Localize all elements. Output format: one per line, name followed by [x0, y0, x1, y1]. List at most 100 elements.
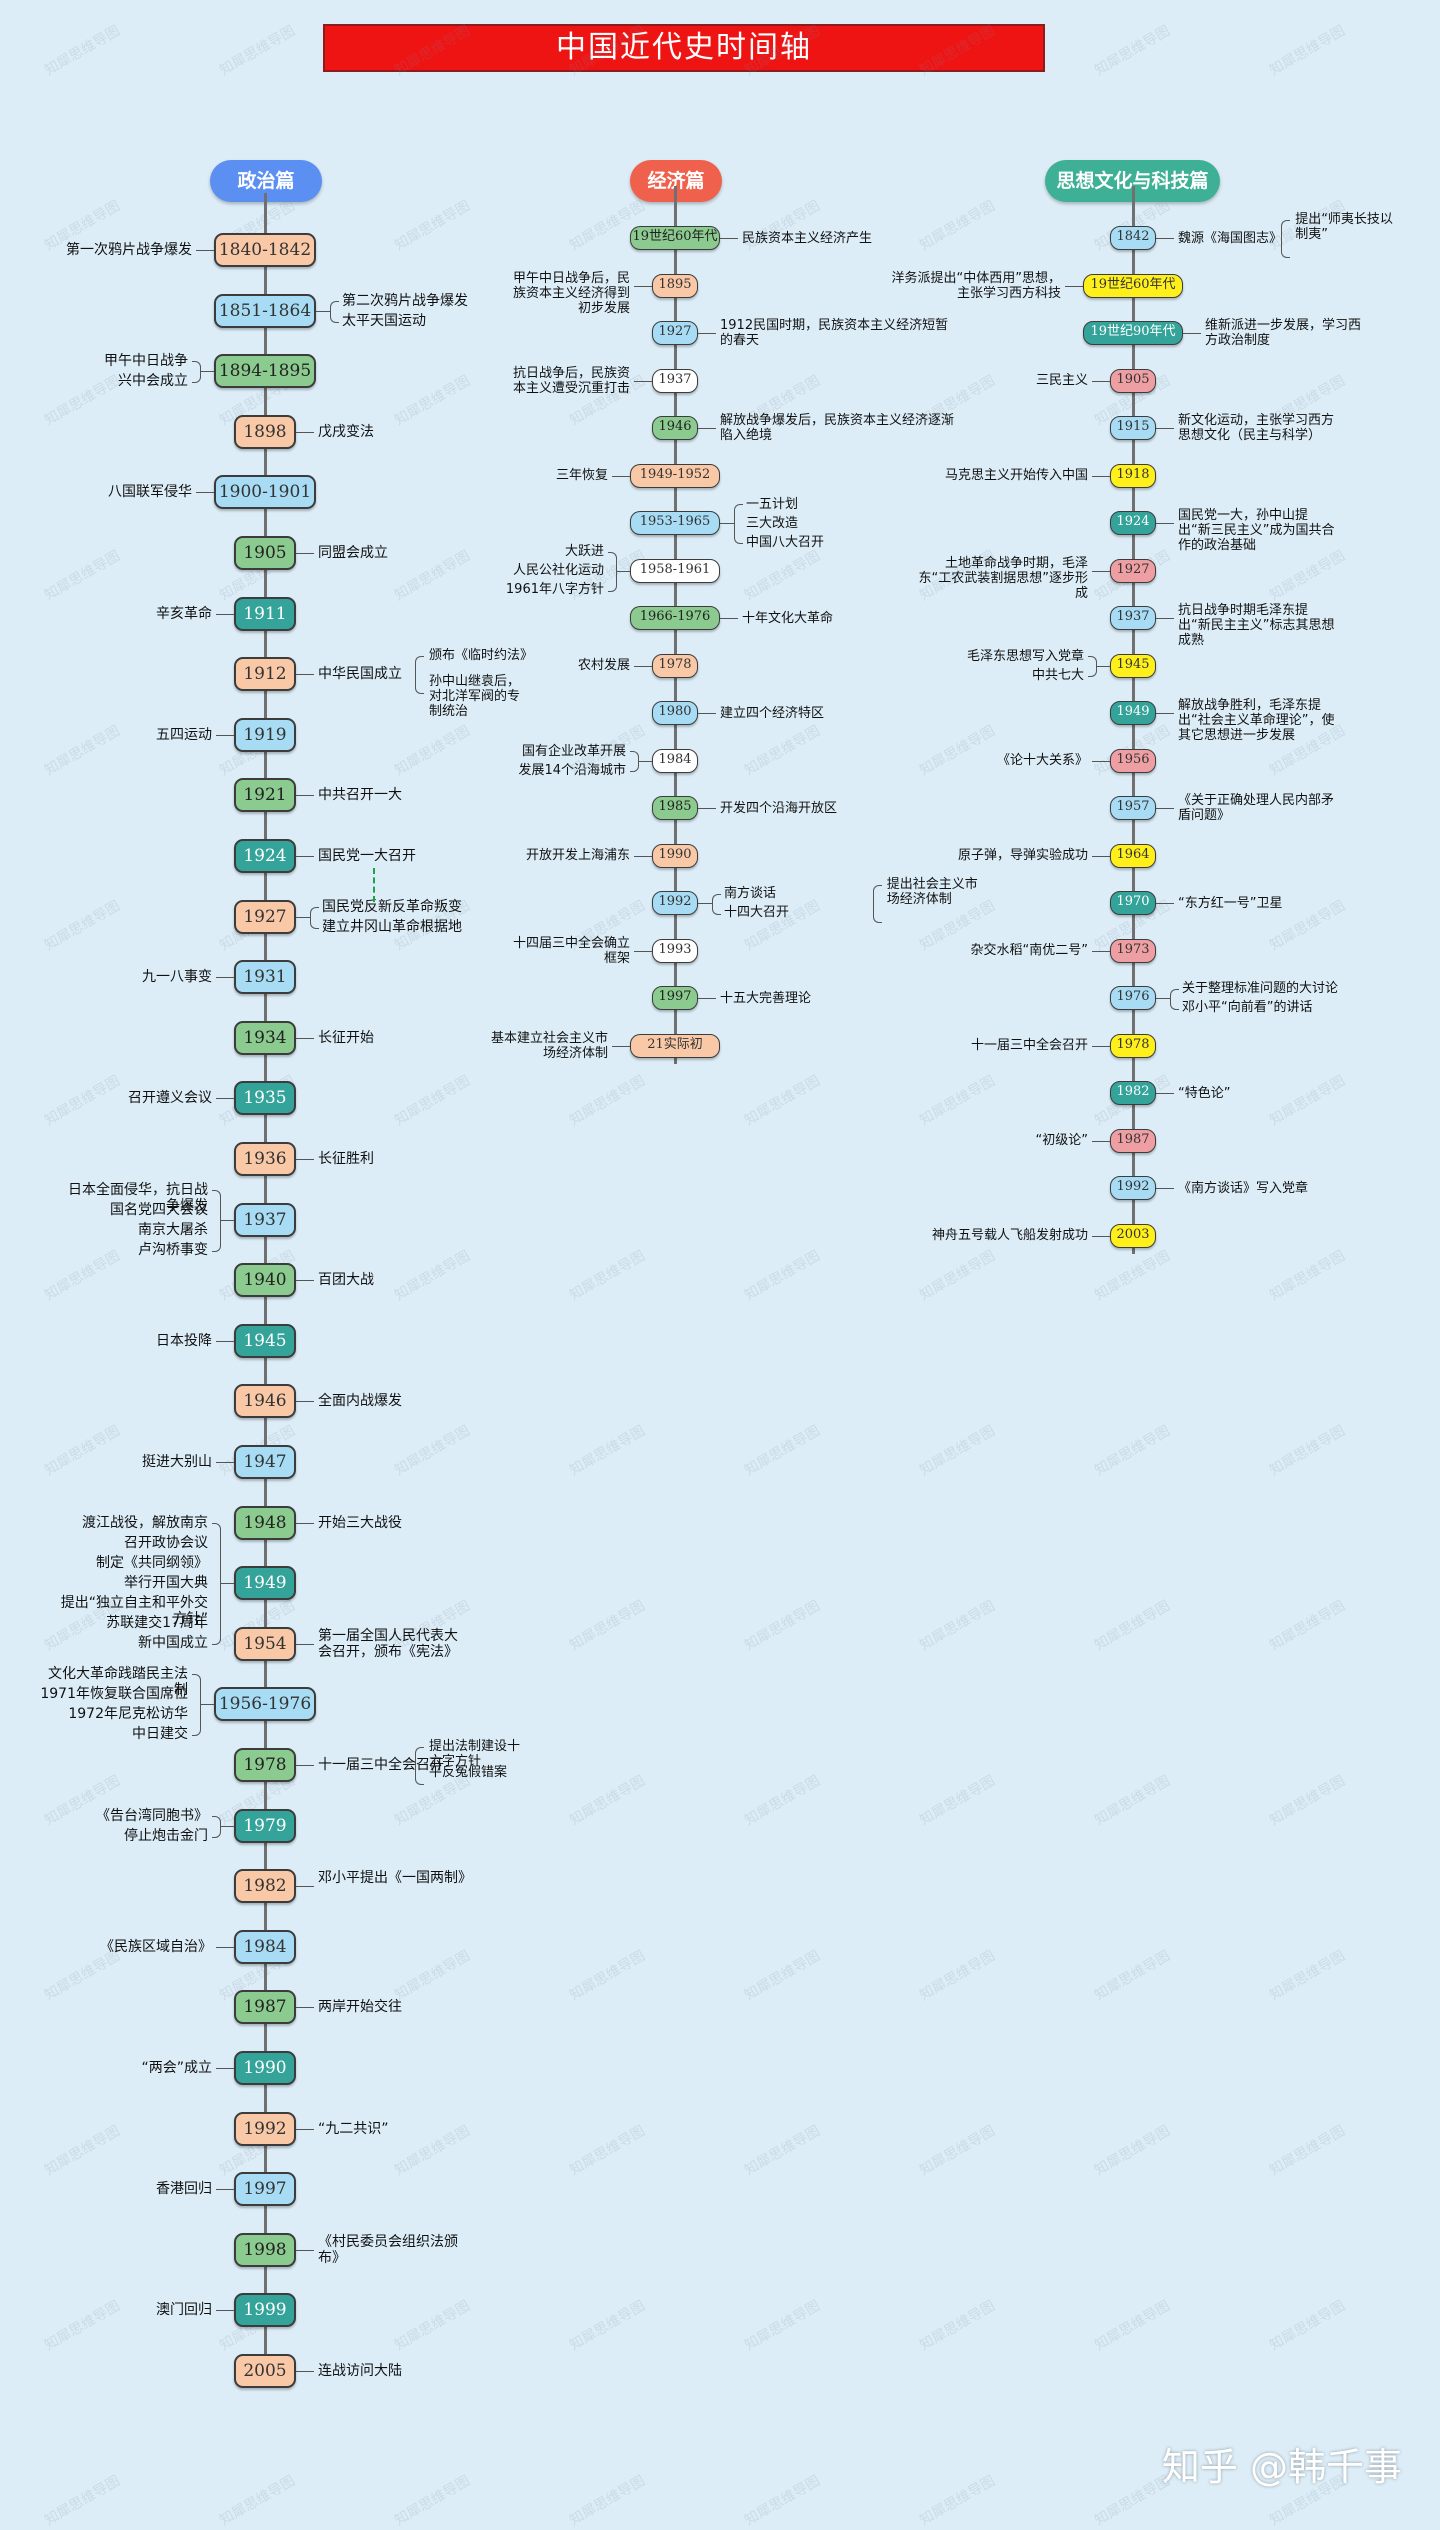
economy-connector — [634, 950, 652, 952]
culture-connector — [1092, 380, 1110, 382]
watermark-text: 知犀思维导图 — [1267, 1597, 1348, 1654]
politics-event-label: 《村民委员会组织法颁布》 — [318, 2233, 458, 2266]
politics-event-label: 长征开始 — [318, 1029, 374, 1046]
culture-connector — [1092, 950, 1110, 952]
culture-event-label: 《论十大关系》 — [996, 753, 1088, 768]
culture-year-node: 1945 — [1110, 653, 1156, 678]
culture-connector — [1092, 855, 1110, 857]
politics-event-label: 兴中会成立 — [118, 373, 188, 390]
economy-event-label: 甲午中日战争后，民族资本主义经济得到初步发展 — [512, 270, 630, 316]
politics-event-label: 卢沟桥事变 — [138, 1241, 208, 1258]
watermark-text: 知犀思维导图 — [567, 1597, 648, 1654]
culture-event-label: 神舟五号载人飞船发射成功 — [931, 1228, 1088, 1243]
politics-year-node: 1945 — [234, 1323, 296, 1358]
culture-connector — [1156, 1188, 1174, 1189]
politics-connector — [216, 1946, 234, 1948]
politics-sub-brace — [415, 656, 424, 695]
culture-event-label: 毛泽东思想写入党章 — [966, 648, 1084, 664]
economy-connector — [698, 903, 712, 904]
economy-event-label: 建立四个经济特区 — [720, 705, 825, 721]
culture-connector — [1092, 1045, 1110, 1047]
culture-event-label: 洋务派提出“中体西用”思想，主张学习西方科技 — [891, 270, 1061, 301]
culture-connector — [1092, 1235, 1110, 1237]
culture-event-label: 《关于正确处理人民内部矛盾问题》 — [1178, 793, 1335, 823]
culture-event-label: 《南方谈话》写入党章 — [1178, 1180, 1309, 1196]
politics-year-node: 1992 — [234, 2111, 296, 2146]
politics-year-node: 1898 — [234, 414, 296, 449]
watermark-text: 知犀思维导图 — [392, 1947, 473, 2004]
politics-event-label: 长征胜利 — [318, 1151, 374, 1167]
politics-connector — [296, 1886, 314, 1888]
economy-year-node: 19世纪60年代 — [630, 226, 720, 250]
politics-brace — [212, 1189, 221, 1252]
politics-year-node: 1948 — [234, 1505, 296, 1540]
politics-year-node: 1998 — [234, 2232, 296, 2267]
economy-year-node: 1953-1965 — [630, 511, 720, 535]
politics-event-label: 建立井冈山革命根据地 — [322, 918, 462, 935]
culture-connector — [1092, 475, 1110, 477]
watermark-text: 知犀思维导图 — [42, 2122, 123, 2179]
watermark-text: 知犀思维导图 — [917, 1947, 998, 2004]
watermark-text: 知犀思维导图 — [742, 1597, 823, 1654]
culture-year-node: 19世纪60年代 — [1083, 273, 1183, 298]
watermark-text: 知犀思维导图 — [917, 2472, 998, 2529]
culture-connector — [1156, 998, 1170, 999]
culture-event-label: “特色论” — [1178, 1085, 1231, 1101]
watermark-text: 知犀思维导图 — [1267, 2122, 1348, 2179]
politics-year-node: 1956-1976 — [214, 1687, 316, 1722]
economy-year-node: 1966-1976 — [630, 606, 720, 630]
watermark-text: 知犀思维导图 — [567, 1947, 648, 2004]
politics-year-node: 1940 — [234, 1263, 296, 1298]
politics-connector — [296, 1765, 314, 1766]
watermark-text: 知犀思维导图 — [742, 1772, 823, 1829]
watermark-text: 知犀思维导图 — [917, 1247, 998, 1304]
section-culture: 思想文化与科技篇 — [1045, 160, 1220, 202]
politics-connector — [216, 1340, 234, 1342]
watermark-text: 知犀思维导图 — [917, 197, 998, 254]
watermark-text: 知犀思维导图 — [917, 722, 998, 779]
watermark-text: 知犀思维导图 — [42, 22, 123, 79]
politics-event-label: 两岸开始交往 — [318, 1999, 402, 2016]
culture-event-label: 解放战争胜利，毛泽东提出“社会主义革命理论”，使其它思想进一步发展 — [1178, 698, 1335, 743]
culture-year-node: 1978 — [1110, 1033, 1156, 1058]
politics-event-label: 连战访问大陆 — [318, 2363, 402, 2379]
politics-connector — [296, 1643, 314, 1645]
watermark-text: 知犀思维导图 — [567, 1422, 648, 1479]
politics-event-label: 第一届全国人民代表大会召开，颁布《宪法》 — [318, 1627, 458, 1660]
politics-event-label: 南京大屠杀 — [138, 1221, 208, 1238]
economy-brace — [608, 551, 617, 592]
politics-event-label: 百团大战 — [318, 1272, 374, 1289]
politics-year-node: 1947 — [234, 1445, 296, 1479]
culture-event-label: 国民党一大，孙中山提出“新三民主义”成为国共合作的政治基础 — [1178, 508, 1335, 553]
politics-event-label: 香港回归 — [156, 2181, 212, 2198]
watermark-text: 知犀思维导图 — [917, 1422, 998, 1479]
politics-connector — [216, 1462, 234, 1463]
politics-connector — [296, 2007, 314, 2009]
watermark-text: 知犀思维导图 — [1267, 1247, 1348, 1304]
watermark-text: 知犀思维导图 — [217, 22, 298, 79]
culture-year-node: 1987 — [1110, 1128, 1156, 1153]
politics-event-label: 全面内战爆发 — [318, 1393, 402, 1410]
culture-event-label: 马克思主义开始传入中国 — [944, 468, 1088, 483]
politics-connector — [316, 310, 330, 312]
culture-sub-label: 提出“师夷长技以制夷” — [1295, 212, 1393, 242]
economy-year-node: 1992 — [652, 891, 698, 915]
economy-year-node: 1946 — [652, 416, 698, 440]
politics-year-node: 1997 — [234, 2172, 296, 2207]
politics-event-label: 举行开国大典 — [124, 1575, 208, 1592]
politics-event-label: 十一届三中全会召开 — [318, 1757, 444, 1773]
culture-event-label: 十一届三中全会召开 — [970, 1038, 1088, 1053]
culture-event-label: 魏源《海国图志》 — [1178, 230, 1283, 246]
politics-event-label: 《告台湾同胞书》 — [96, 1807, 208, 1824]
politics-connector — [216, 613, 234, 615]
culture-year-node: 1927 — [1110, 558, 1156, 583]
culture-connector — [1096, 665, 1110, 667]
watermark-text: 知犀思维导图 — [917, 1072, 998, 1129]
economy-connector — [698, 713, 716, 714]
watermark-text: 知犀思维导图 — [1267, 1772, 1348, 1829]
politics-event-label: 国民党一大召开 — [318, 848, 416, 864]
politics-connector — [296, 2371, 314, 2372]
culture-year-node: 1992 — [1110, 1176, 1156, 1200]
politics-connector — [220, 1825, 234, 1827]
economy-event-label: 人民公社化运动 — [512, 563, 604, 578]
